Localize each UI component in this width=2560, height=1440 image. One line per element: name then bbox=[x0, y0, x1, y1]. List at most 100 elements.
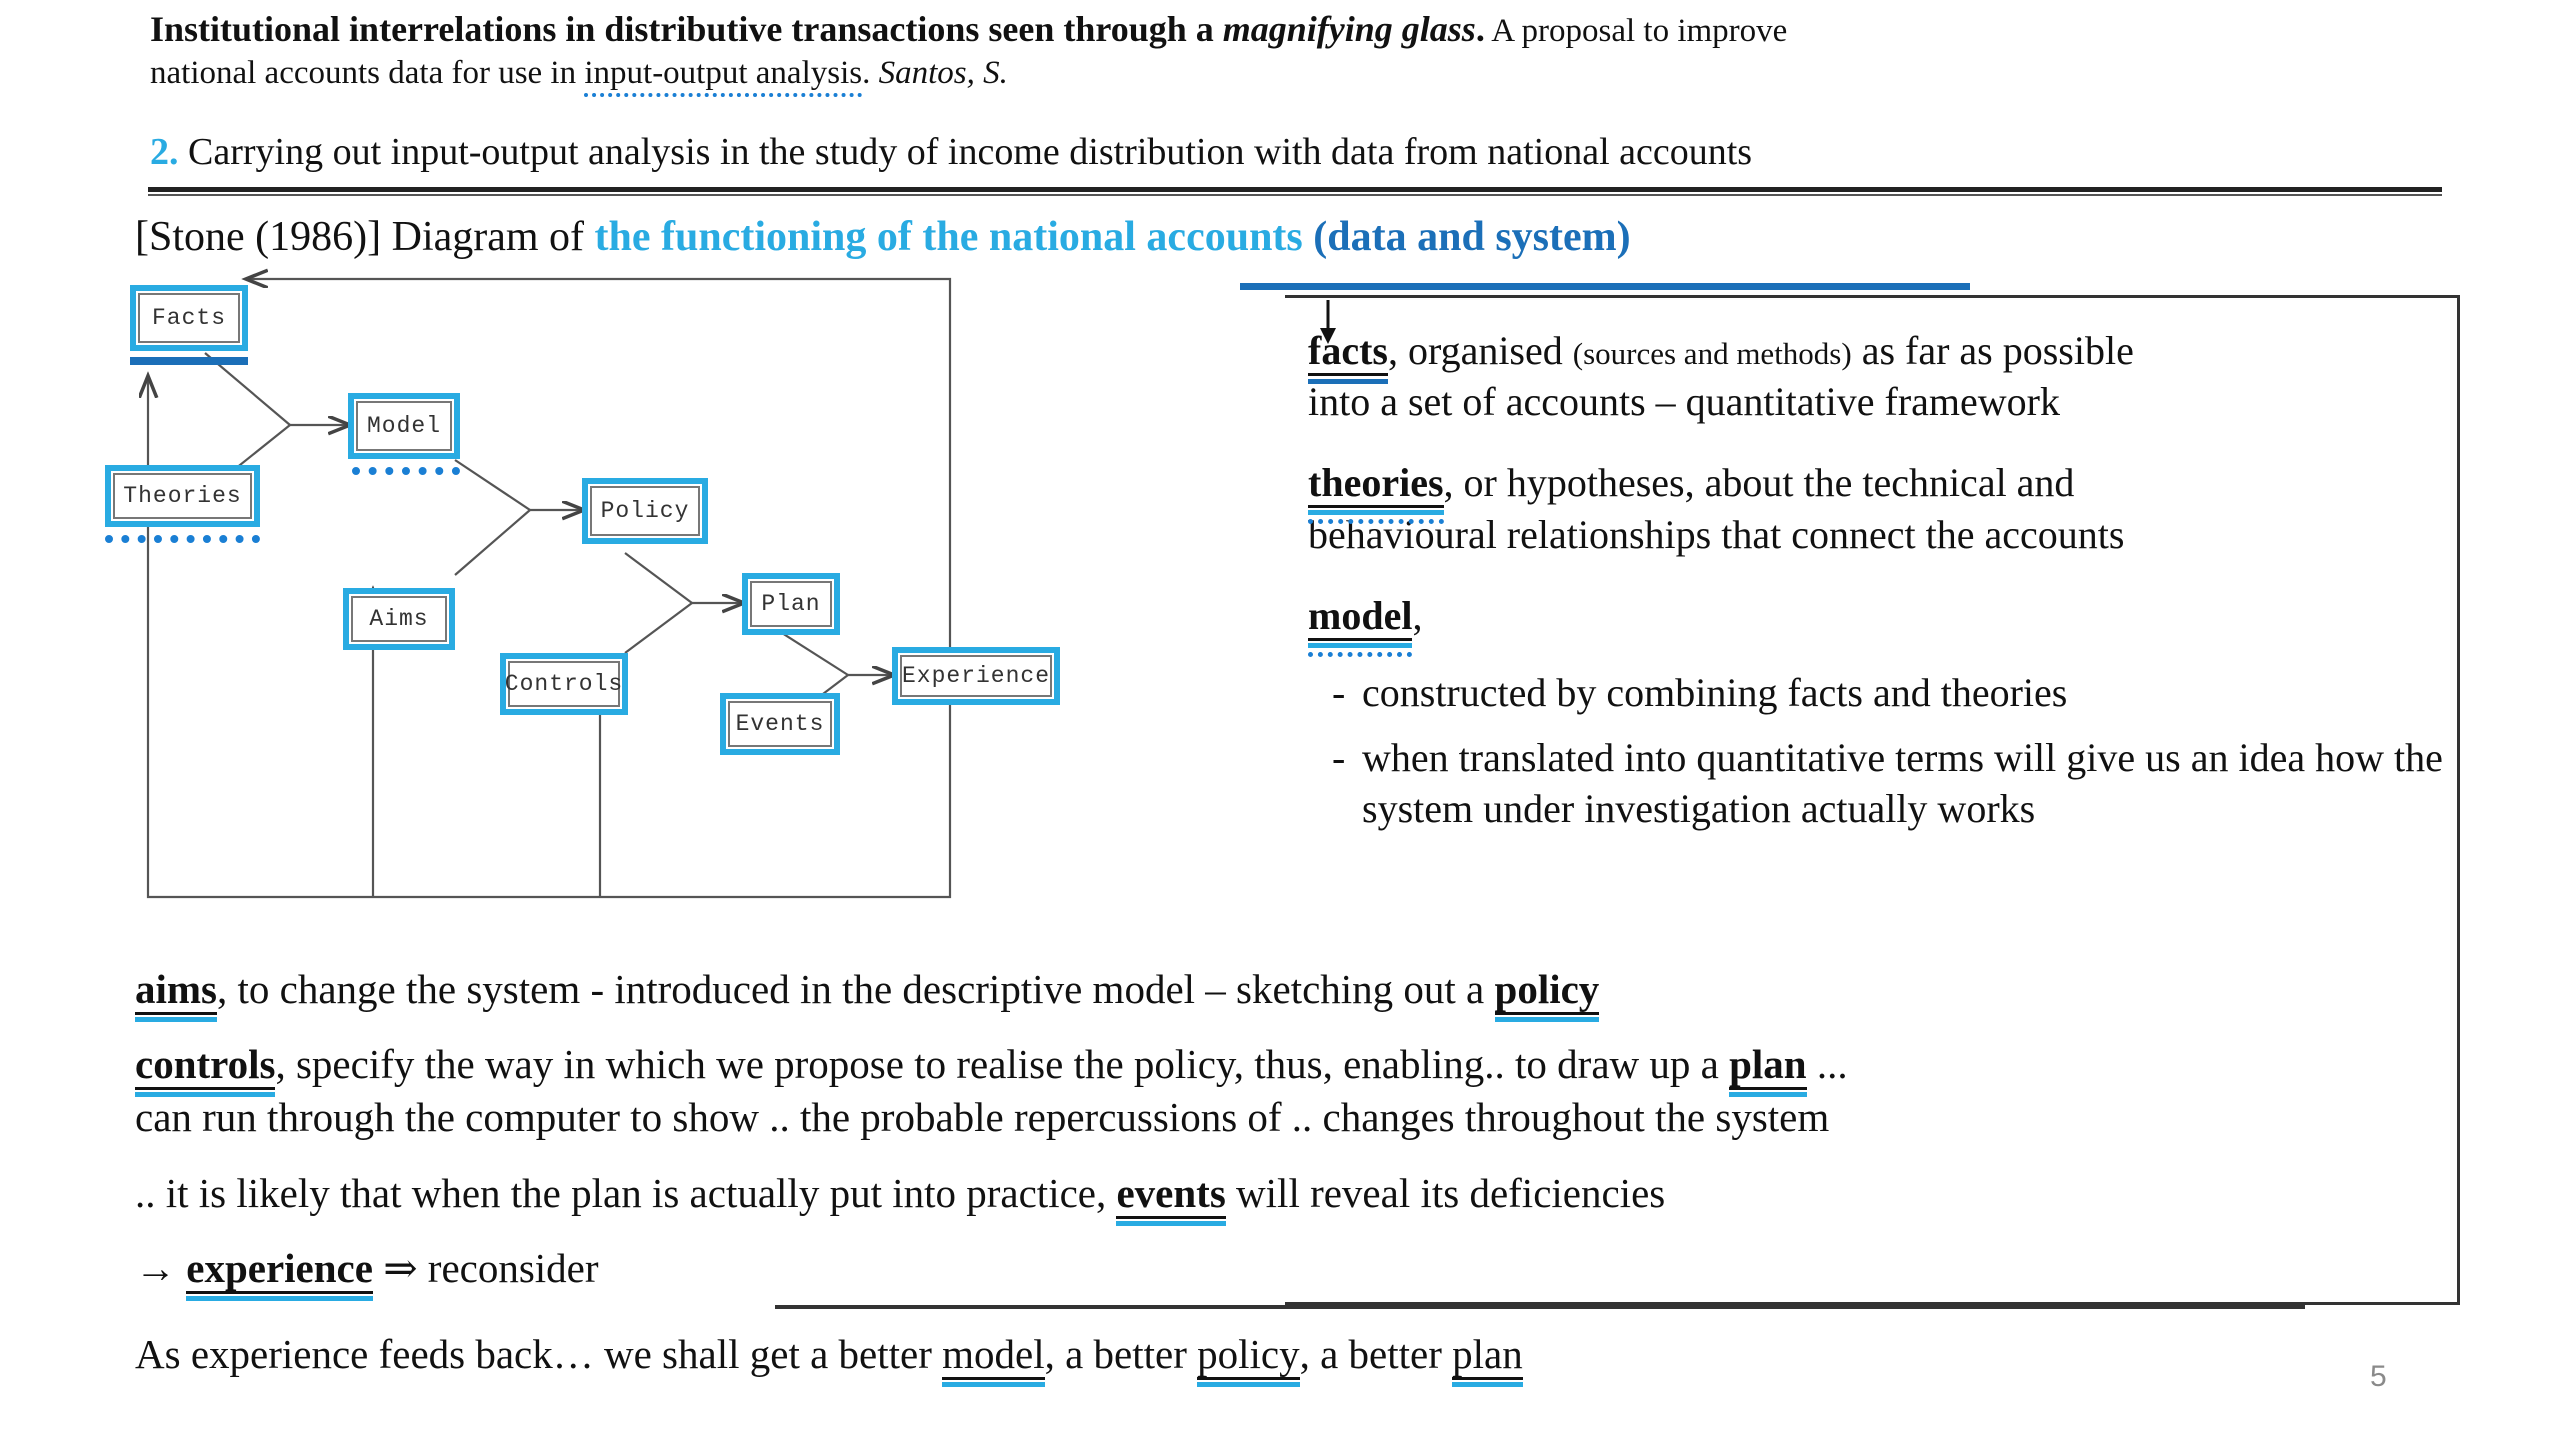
theories-paragraph: theories, or hypotheses, about the techn… bbox=[1308, 457, 2448, 559]
diagram-node-facts-inner: Facts bbox=[138, 293, 240, 343]
diagram-node-plan-inner: Plan bbox=[750, 581, 832, 627]
final-line: As experience feeds back… we shall get a… bbox=[135, 1330, 1523, 1380]
title-bold: Institutional interrelations in distribu… bbox=[150, 9, 1223, 49]
diagram-node-experience[interactable]: Experience bbox=[892, 647, 1060, 705]
stone-highlight-dark: (data and system) bbox=[1302, 214, 1631, 260]
diagram-node-events-label: Events bbox=[735, 711, 825, 737]
experience-arrow-glyph: → bbox=[135, 1244, 187, 1291]
title-subtitle-a: A proposal to improve bbox=[1484, 13, 1788, 49]
diagram-node-model-inner: Model bbox=[356, 401, 452, 451]
explanation-panel bbox=[1285, 295, 2460, 1305]
model-bullet-2: when translated into quantitative terms … bbox=[1362, 735, 2443, 832]
diagram-node-theories-label: Theories bbox=[123, 483, 242, 509]
diagram-node-facts-underline bbox=[130, 357, 248, 365]
model-keyword: model bbox=[1308, 592, 1413, 641]
aims-rest: , to change the system - introduced in t… bbox=[217, 966, 1495, 1012]
aims-keyword: aims bbox=[135, 966, 217, 1015]
last-mid1: , a better bbox=[1044, 1331, 1198, 1377]
controls-paragraph: controls, specify the way in which we pr… bbox=[135, 1040, 2435, 1091]
last-plan-keyword: plan bbox=[1452, 1331, 1523, 1380]
controls-line2-text: can run through the computer to show .. … bbox=[135, 1094, 1830, 1141]
diagram-node-events[interactable]: Events bbox=[720, 693, 840, 755]
model-bullet-item: - when translated into quantitative term… bbox=[1332, 732, 2448, 834]
facts-rest-b: as far as possible bbox=[1851, 328, 2134, 373]
controls-plan-keyword: plan bbox=[1729, 1041, 1807, 1091]
diagram-node-facts-label: Facts bbox=[151, 305, 226, 331]
diagram-node-theories-inner: Theories bbox=[113, 473, 252, 519]
explanation-text: facts, organised (sources and methods) a… bbox=[1308, 325, 2448, 835]
theories-line2: behavioural relationships that connect t… bbox=[1308, 511, 2125, 557]
model-bullet-item: - constructed by combining facts and the… bbox=[1332, 667, 2448, 718]
diagram-node-policy[interactable]: Policy bbox=[582, 478, 708, 544]
diagram-node-aims[interactable]: Aims bbox=[343, 588, 455, 650]
slide-header: Institutional interrelations in distribu… bbox=[150, 8, 2440, 97]
subtitle-c: . bbox=[862, 54, 879, 91]
subtitle-b: national accounts data for use in bbox=[150, 54, 585, 91]
controls-rest-a: , specify the way in which we propose to… bbox=[275, 1041, 1730, 1088]
diagram-node-model-label: Model bbox=[366, 413, 441, 439]
diagram-node-experience-label: Experience bbox=[901, 663, 1051, 689]
diagram-node-policy-label: Policy bbox=[600, 498, 690, 524]
theories-rest: , or hypotheses, about the technical and bbox=[1443, 460, 2075, 506]
events-paragraph: .. it is likely that when the plan is ac… bbox=[135, 1169, 2435, 1219]
stone-highlight: the functioning of the national accounts bbox=[594, 214, 1303, 260]
section-rule-thin bbox=[148, 194, 2442, 196]
diagram-node-aims-inner: Aims bbox=[351, 596, 447, 642]
diagram-node-experience-inner: Experience bbox=[900, 655, 1052, 697]
facts-line2: into a set of accounts – quantitative fr… bbox=[1308, 379, 2060, 425]
diagram-node-controls-inner: Controls bbox=[504, 661, 624, 707]
experience-post: ⇒ reconsider bbox=[372, 1244, 599, 1291]
bottom-text-block: aims, to change the system - introduced … bbox=[135, 965, 2435, 1319]
last-pre: As experience feeds back… we shall get a… bbox=[135, 1331, 943, 1377]
diagram-node-model-underline bbox=[352, 467, 460, 475]
facts-rest-a: , organised bbox=[1387, 328, 1573, 373]
model-bullet-list: - constructed by combining facts and the… bbox=[1332, 667, 2448, 835]
controls-rest-b: ... bbox=[1806, 1041, 1848, 1088]
diagram-node-controls[interactable]: Controls bbox=[500, 653, 628, 715]
events-post: will reveal its deficiencies bbox=[1225, 1169, 1666, 1216]
diagram-node-controls-label: Controls bbox=[504, 671, 624, 697]
diagram-node-aims-label: Aims bbox=[369, 606, 429, 632]
diagram-node-theories[interactable]: Theories bbox=[105, 465, 260, 527]
bullet-dash-icon: - bbox=[1332, 735, 1346, 781]
aims-paragraph: aims, to change the system - introduced … bbox=[135, 965, 2435, 1015]
subtitle-underlined: input-output analysis bbox=[584, 54, 863, 97]
stone-flow-diagram: Facts Model Theories Policy Aims Plan Co… bbox=[105, 285, 1310, 965]
stone-prefix: [Stone (1986)] Diagram of bbox=[135, 214, 595, 260]
model-paragraph: model, - constructed by combining facts … bbox=[1308, 590, 2448, 835]
stone-reference-line: [Stone (1986)] Diagram of the functionin… bbox=[135, 212, 1631, 262]
experience-paragraph: → experience ⇒ reconsider bbox=[135, 1244, 2435, 1294]
diagram-node-model[interactable]: Model bbox=[348, 393, 460, 459]
diagram-node-theories-underline bbox=[105, 535, 260, 543]
last-model-keyword: model bbox=[942, 1331, 1045, 1380]
title-italic: magnifying glass bbox=[1222, 9, 1476, 49]
header-subtitle-line: national accounts data for use in input-… bbox=[150, 53, 2440, 97]
events-pre: .. it is likely that when the plan is ac… bbox=[135, 1169, 1117, 1216]
facts-keyword: facts bbox=[1308, 328, 1388, 376]
reconsider-rule bbox=[775, 1305, 2305, 1309]
controls-keyword: controls bbox=[135, 1041, 276, 1091]
diagram-node-facts[interactable]: Facts bbox=[130, 285, 248, 351]
events-keyword: events bbox=[1116, 1169, 1226, 1219]
bullet-dash-icon: - bbox=[1332, 669, 1346, 715]
model-comma: , bbox=[1412, 592, 1423, 638]
last-mid2: , a better bbox=[1299, 1331, 1453, 1377]
stone-underline bbox=[1240, 283, 1970, 290]
controls-line2: can run through the computer to show .. … bbox=[135, 1093, 2435, 1142]
experience-keyword: experience bbox=[186, 1244, 373, 1294]
section-rule-thick bbox=[148, 187, 2442, 192]
aims-policy-keyword: policy bbox=[1494, 966, 1600, 1015]
diagram-node-policy-inner: Policy bbox=[590, 486, 700, 536]
facts-parenthetical: (sources and methods) bbox=[1572, 336, 1852, 371]
diagram-node-plan[interactable]: Plan bbox=[742, 573, 840, 635]
theories-keyword: theories bbox=[1308, 460, 1444, 509]
page-number: 5 bbox=[2370, 1360, 2387, 1393]
section-heading: 2. Carrying out input-output analysis in… bbox=[150, 130, 2440, 176]
facts-paragraph: facts, organised (sources and methods) a… bbox=[1308, 325, 2448, 427]
section-number: 2. bbox=[150, 131, 179, 173]
diagram-connectors bbox=[130, 285, 952, 899]
model-bullet-1: constructed by combining facts and theor… bbox=[1362, 669, 2068, 715]
diagram-node-events-inner: Events bbox=[728, 701, 832, 747]
section-text: Carrying out input-output analysis in th… bbox=[178, 131, 1753, 173]
